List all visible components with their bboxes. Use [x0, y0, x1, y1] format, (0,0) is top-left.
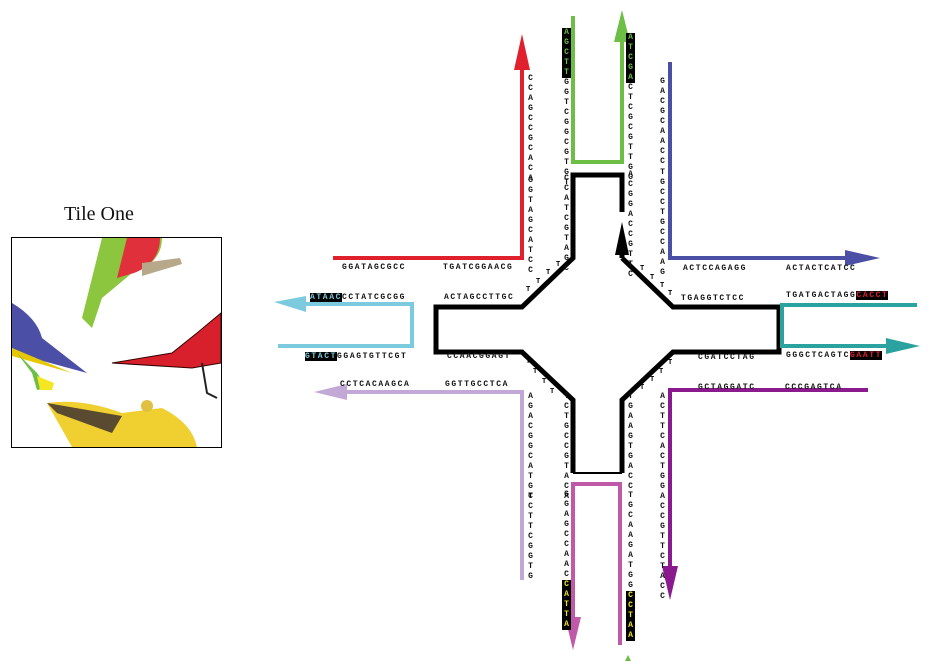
teal-top-sticky-end: CACCT	[856, 291, 889, 300]
cyan-strand	[274, 296, 414, 348]
purple-vseq-2: ACCGTTCTACC	[658, 492, 667, 602]
pink-right-sticky-end: CCTAA	[626, 591, 635, 641]
loop-t: T	[660, 282, 665, 290]
teal-top-seq-body: TGATGACTAGG	[786, 291, 857, 300]
loop-t: T	[668, 359, 673, 367]
loop-t: T	[650, 376, 655, 384]
green-strand	[571, 10, 630, 164]
blue-strand	[668, 62, 880, 266]
core-bottom-left-vseq: TCTGCCGTACA	[562, 392, 571, 502]
tile-title: Tile One	[64, 203, 134, 225]
teal-top-seq: TGATGACTAGGCACCT	[786, 291, 889, 300]
pink-right-vseq: TGCAAGATGGCCTAA	[626, 491, 635, 641]
purple-strand	[662, 388, 868, 600]
green-left-vseq-body: GGTCGGCGTGT	[562, 78, 571, 188]
blue-vseq-1: GACGCAACC	[658, 77, 667, 167]
purple-seq-1: GCTAGGATC	[698, 383, 756, 392]
red-strand	[333, 34, 530, 260]
pink-left-vseq: GGAGCCAACCATTA	[562, 490, 571, 630]
loop-t: T	[546, 269, 551, 277]
core-left-bottom-seq: CCAACGGAGT	[447, 352, 512, 361]
core-top-right-vseq: ACGGACCGTTC	[626, 170, 635, 280]
lavender-vseq-1: AGACGGCATGT	[526, 392, 535, 502]
blue-seq-2: ACTACTCATCC	[786, 264, 857, 273]
green-right-sticky-end: ATCGA	[626, 33, 635, 83]
loop-t: T	[526, 358, 531, 366]
loop-t: T	[640, 265, 645, 273]
cyan-top-seq-body: CCTATCGCGG	[342, 293, 407, 302]
lavender-seq-2: GGTTGCCTCA	[445, 380, 510, 389]
core-bottom-right-vseq: TGAAGTGACC	[626, 392, 635, 492]
cyan-bottom-seq: GTACTGGAGTGTTCGT	[305, 352, 407, 361]
blue-vseq-2: TGCCTGCCAAG	[658, 168, 667, 278]
core-right-bottom-seq: CGATCCTAG	[698, 353, 756, 362]
loop-t: T	[659, 368, 664, 376]
core-arrowhead	[615, 222, 629, 255]
teal-bottom-seq-body: GGGCTCAGTC	[786, 351, 851, 360]
teal-bottom-seq: GGGCTCAGTCGAATT	[786, 351, 883, 360]
purple-seq-2: CCCGAGTCA	[785, 383, 843, 392]
green-right-vseq: ATCGACTCGCGTTGG	[626, 33, 635, 183]
loop-t: T	[536, 278, 541, 286]
core-top-left-vseq: CCATCGTAGC	[562, 174, 571, 274]
core-left-top-seq: ACTAGCCTTGC	[444, 293, 515, 302]
pink-left-vseq-body: GGAGCCAAC	[562, 490, 571, 580]
loop-t: T	[650, 274, 655, 282]
red-seq-1: GGATAGCGCC	[342, 263, 407, 272]
core-strand	[433, 172, 782, 474]
loop-t: T	[550, 388, 555, 396]
cyan-top-seq: ATAACCCTATCGCGG	[310, 293, 406, 302]
loop-t: T	[668, 290, 673, 298]
pink-left-sticky-end: CATTA	[562, 580, 571, 630]
green-right-vseq-body: CTCGCGTTGG	[626, 83, 635, 183]
core-right-top-seq: TGAGGTCTCC	[681, 294, 746, 303]
purple-vseq-1: ACTTCACTGG	[658, 392, 667, 492]
loop-t: T	[526, 286, 531, 294]
red-vseq-2: GGTAGCATCC	[526, 176, 535, 276]
green-left-sticky-end: AGCTT	[562, 28, 571, 78]
green-left-vseq: AGCTTGGTCGGCGTGT	[562, 28, 571, 188]
teal-bottom-sticky-end: GAATT	[850, 351, 883, 360]
cyan-bottom-sticky-end: GTACT	[305, 352, 338, 361]
blue-seq-1: ACTCCAGAGG	[683, 264, 748, 273]
cyan-bottom-seq-body: GGAGTGTTCGT	[337, 352, 408, 361]
red-seq-2: TGATCGGAACG	[443, 263, 514, 272]
loop-t: T	[533, 368, 538, 376]
loop-t: T	[640, 384, 645, 392]
birds-illustration	[12, 238, 221, 447]
red-vseq-1: CCAGCCGCACA	[526, 74, 535, 184]
tile-one-image	[11, 237, 222, 448]
loop-t: T	[556, 261, 561, 269]
pink-strand	[565, 482, 622, 650]
pink-right-vseq-body: TGCAAGATGG	[626, 491, 635, 591]
lavender-strand	[314, 384, 524, 580]
lavender-vseq-2: CCTTCGGTG	[526, 492, 535, 582]
loop-t: T	[542, 378, 547, 386]
lavender-seq-1: CCTCACAAGCA	[340, 380, 411, 389]
cyan-sticky-end: ATAAC	[310, 293, 343, 302]
teal-strand	[780, 303, 920, 354]
